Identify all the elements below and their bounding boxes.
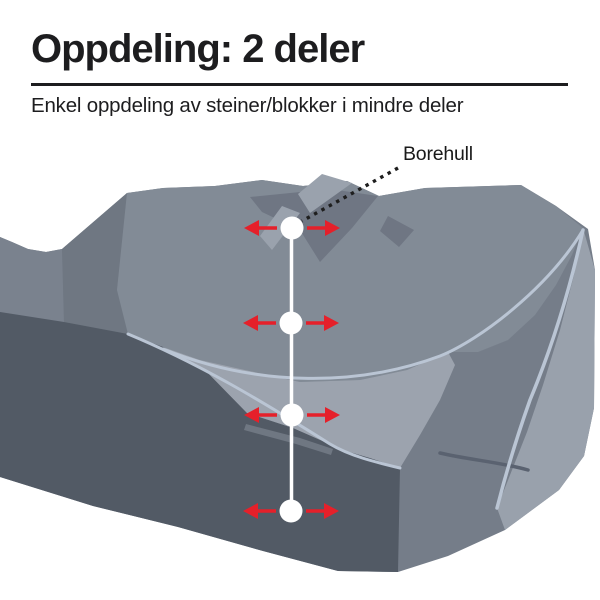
split-arrow-right-head-icon bbox=[324, 503, 339, 519]
rock-wedge-facet bbox=[163, 347, 455, 468]
rock-left-column-facet bbox=[62, 193, 128, 334]
split-arrow-right-head-icon bbox=[324, 315, 339, 331]
rock-top-face bbox=[117, 180, 583, 382]
split-arrow-left-head-icon bbox=[243, 503, 258, 519]
crack-highlight-right bbox=[495, 228, 585, 510]
borehull-leader-line bbox=[301, 166, 399, 223]
borehole-circle bbox=[279, 311, 303, 335]
crack-highlight-middle bbox=[161, 228, 585, 380]
split-arrow-left-head-icon bbox=[244, 407, 259, 423]
split-arrow-left-head-icon bbox=[243, 315, 258, 331]
rock-crack-shadow bbox=[438, 451, 530, 472]
page-title: Oppdeling: 2 deler bbox=[31, 27, 365, 71]
borehull-label: Borehull bbox=[403, 143, 473, 165]
rock-light-streak-1 bbox=[298, 174, 352, 213]
split-arrow-right-head-icon bbox=[325, 220, 340, 236]
title-underline bbox=[31, 83, 568, 86]
rock-left-face bbox=[0, 237, 64, 322]
rock-dark-mass-streak bbox=[244, 424, 333, 455]
split-arrow-left-head-icon bbox=[244, 220, 259, 236]
rock-right-face bbox=[497, 228, 595, 530]
page-subtitle: Enkel oppdeling av steiner/blokker i min… bbox=[31, 94, 464, 117]
borehole-circle bbox=[280, 216, 304, 240]
borehole-circle bbox=[280, 403, 304, 427]
borehole-circle bbox=[279, 499, 303, 523]
split-arrow-right-head-icon bbox=[325, 407, 340, 423]
rock-dark-notch bbox=[380, 216, 414, 247]
boreholes-layer bbox=[243, 216, 340, 523]
